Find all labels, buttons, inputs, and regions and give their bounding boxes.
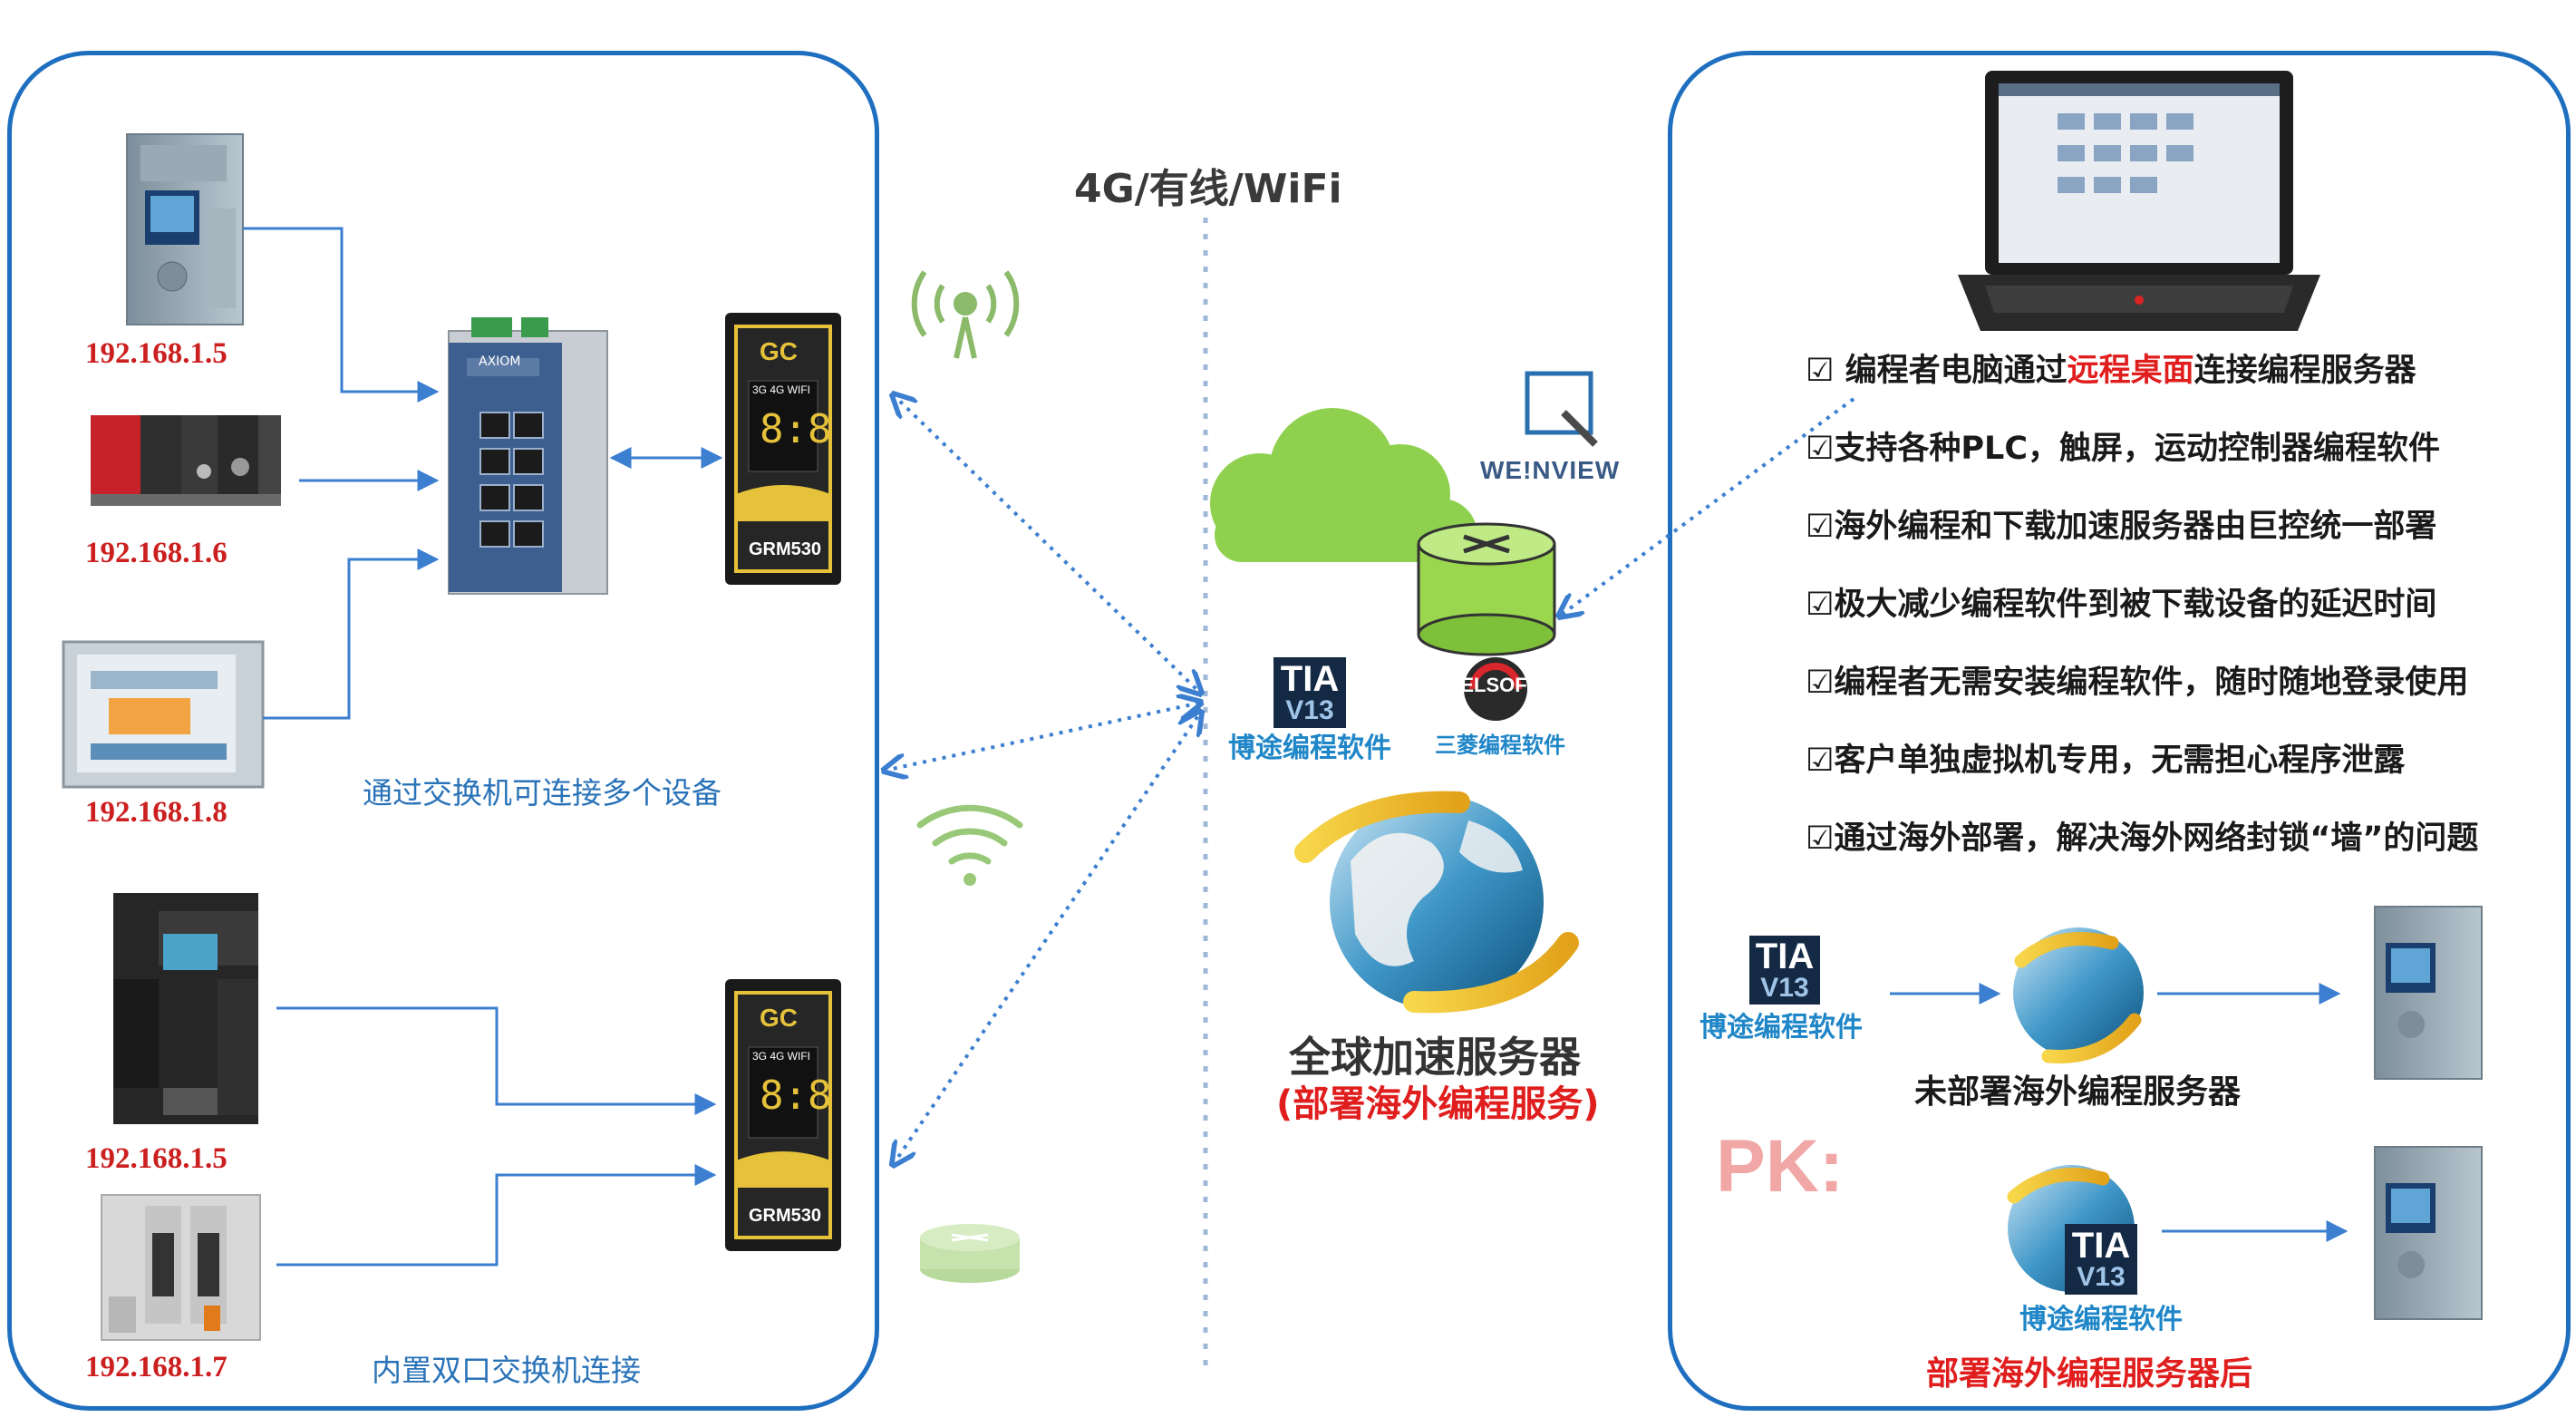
plc-mitsubishi-icon xyxy=(91,415,281,506)
ip-label-controller: 192.168.1.7 xyxy=(85,1351,228,1383)
before-caption: 未部署海外编程服务器 xyxy=(1914,1073,2242,1111)
feature-item-4: ☑极大减少编程软件到被下载设备的延迟时间 xyxy=(1806,578,2436,625)
tia-version: V13 xyxy=(2077,1262,2126,1292)
after-caption: 部署海外编程服务器后 xyxy=(1926,1355,2253,1393)
tia-logo-after: TIA V13 xyxy=(2065,1224,2137,1295)
cloud-icon xyxy=(1210,408,1477,571)
hmi-panel-icon xyxy=(62,640,265,789)
small-router-icon xyxy=(920,1224,1020,1283)
feature-text: 通过海外部署，解决海外网络封锁“墙”的问题 xyxy=(1834,820,2479,857)
compare-plc-after-icon xyxy=(2374,1146,2483,1320)
feature-item-6: ☑客户单独虚拟机专用，无需担心程序泄露 xyxy=(1806,734,2405,781)
feature-item-2: ☑支持各种PLC，触屏，运动控制器编程软件 xyxy=(1806,422,2440,469)
pk-label: PK: xyxy=(1716,1125,1845,1208)
dotted-link-top xyxy=(893,394,1201,694)
check-icon: ☑ xyxy=(1806,743,1835,779)
link-controller-gateway xyxy=(276,1164,717,1267)
server-title: 全球加速服务器 xyxy=(1289,1033,1581,1082)
switch-caption: 通过交换机可连接多个设备 xyxy=(363,775,721,811)
check-icon: ☑ xyxy=(1806,820,1835,857)
feature-text: 客户单独虚拟机专用，无需担心程序泄露 xyxy=(1834,743,2406,779)
drive-sinamics-icon xyxy=(113,893,258,1124)
gateway-top-bands: 3G 4G WIFI xyxy=(752,383,811,396)
link-drive-gateway xyxy=(276,1006,717,1115)
gateway-top-model: GRM530 xyxy=(749,539,822,559)
gateway-top-brand: GC xyxy=(760,337,798,365)
dotted-link-bottom xyxy=(893,712,1201,1165)
tia-text: TIA xyxy=(1755,937,1815,976)
tia-logo-before: TIA V13 xyxy=(1749,936,1820,1005)
wifi-icon xyxy=(916,804,1023,886)
plc-s7-1500-icon xyxy=(126,133,244,325)
ip-label-drive: 192.168.1.5 xyxy=(85,1142,228,1175)
ip-label-hmi: 192.168.1.8 xyxy=(85,796,228,829)
tia-label-before: 博途编程软件 xyxy=(1700,1012,1863,1044)
feature-text: 编程者无需安装编程软件，随时随地登录使用 xyxy=(1834,665,2469,701)
cell-tower-icon xyxy=(911,270,1020,359)
check-icon: ☑ xyxy=(1806,353,1835,389)
gateway-bottom-bands: 3G 4G WIFI xyxy=(752,1050,811,1063)
tia-logo-center: TIA V13 xyxy=(1273,657,1346,728)
gateway-bottom-brand: GC xyxy=(760,1004,798,1032)
feature-text: 支持各种PLC，触屏，运动控制器编程软件 xyxy=(1834,431,2441,467)
laptop-icon xyxy=(1958,71,2320,331)
compare-globe-before-icon xyxy=(2013,927,2144,1063)
compare-plc-before-icon xyxy=(2374,906,2483,1080)
dotted-link-middle xyxy=(884,703,1201,771)
router-icon xyxy=(1417,522,1556,656)
link-plc1-switch xyxy=(243,227,440,403)
tia-version: V13 xyxy=(1760,973,1809,1003)
check-icon: ☑ xyxy=(1806,431,1835,467)
check-icon: ☑ xyxy=(1806,587,1835,623)
tia-text: TIA xyxy=(2071,1226,2131,1266)
feature-item-7: ☑通过海外部署，解决海外网络封锁“墙”的问题 xyxy=(1806,812,2478,859)
dual-port-caption: 内置双口交换机连接 xyxy=(372,1353,641,1388)
controller-box-icon xyxy=(101,1194,261,1341)
ip-label-plc1: 192.168.1.5 xyxy=(85,337,228,370)
feature-item-1: ☑ 编程者电脑通过远程桌面连接编程服务器 xyxy=(1806,345,2416,391)
tia-version: V13 xyxy=(1285,695,1334,725)
gateway-bottom-model: GRM530 xyxy=(749,1206,822,1226)
check-icon: ☑ xyxy=(1806,509,1835,545)
feature-text-after: 连接编程服务器 xyxy=(2193,353,2416,389)
melsoft-icon xyxy=(1464,657,1527,721)
tia-label-after: 博途编程软件 xyxy=(2019,1304,2183,1335)
network-label: 4G/有线/WiFi xyxy=(1074,166,1342,212)
melsoft-logo: MELSOFT xyxy=(1444,674,1540,696)
tia-text: TIA xyxy=(1280,659,1340,699)
global-globe-icon xyxy=(1294,791,1579,1014)
gateway-top-display: 8:8 xyxy=(760,406,832,452)
gateway-grm530-bottom-icon xyxy=(725,979,841,1251)
melsoft-label: 三菱编程软件 xyxy=(1435,733,1565,758)
weinview-touch-icon xyxy=(1525,371,1598,447)
gateway-grm530-top-icon xyxy=(725,313,841,585)
tia-label-center: 博途编程软件 xyxy=(1228,733,1391,764)
gateway-bottom-display: 8:8 xyxy=(760,1073,832,1119)
feature-item-3: ☑海外编程和下载加速服务器由巨控统一部署 xyxy=(1806,500,2436,547)
ip-label-plc2: 192.168.1.6 xyxy=(85,537,228,569)
link-hmi-switch xyxy=(263,548,440,720)
feature-item-5: ☑编程者无需安装编程软件，随时随地登录使用 xyxy=(1806,656,2468,703)
industrial-switch-icon xyxy=(448,317,608,595)
feature-text: 海外编程和下载加速服务器由巨控统一部署 xyxy=(1834,509,2437,545)
feature-text: 极大减少编程软件到被下载设备的延迟时间 xyxy=(1834,587,2437,623)
dotted-link-right xyxy=(1559,397,1855,616)
feature-highlight: 远程桌面 xyxy=(2067,353,2194,389)
server-subtitle: (部署海外编程服务) xyxy=(1276,1083,1600,1125)
switch-brand: AXIOM xyxy=(479,354,521,369)
weinview-logo: WE!NVIEW xyxy=(1480,456,1621,484)
check-icon: ☑ xyxy=(1806,665,1835,701)
feature-text: 编程者电脑通过 xyxy=(1834,353,2068,389)
